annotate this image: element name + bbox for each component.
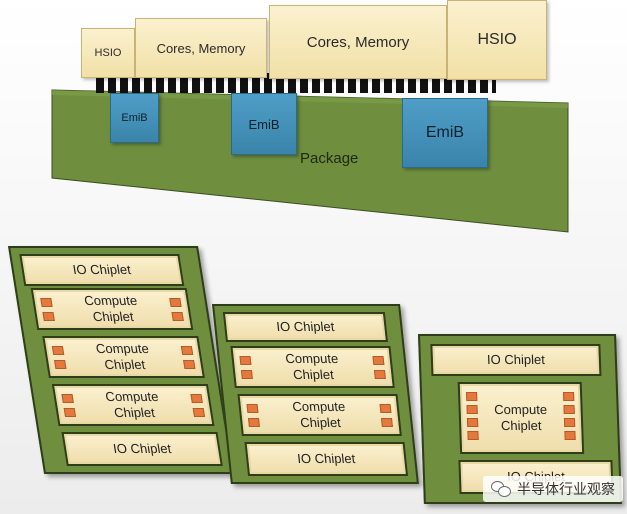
compute-chiplet: Compute Chiplet (237, 394, 402, 436)
compute-chiplet: Compute Chiplet (457, 382, 585, 454)
connection-pad (563, 418, 576, 427)
chiplet-module-1: IO Chiplet Compute Chiplet Compute Chipl… (8, 246, 235, 474)
chiplet-label: IO Chiplet (296, 451, 356, 466)
connection-pad (61, 394, 74, 403)
die-label: Cores, Memory (306, 33, 410, 51)
connection-pad (467, 431, 479, 440)
chiplet-label: Compute Chiplet (104, 389, 160, 420)
connection-pad (239, 356, 252, 365)
io-chiplet: IO Chiplet (222, 312, 388, 342)
emib-bridge: EmiB (110, 93, 159, 143)
cores-memory-die-small: Cores, Memory (135, 18, 267, 78)
compute-chiplet: Compute Chiplet (230, 346, 395, 388)
connection-pad (379, 404, 392, 413)
watermark-text: 半导体行业观察 (517, 481, 615, 497)
io-chiplet: IO Chiplet (61, 432, 223, 466)
connection-pad (54, 360, 67, 369)
watermark-badge: 半导体行业观察 (483, 476, 623, 502)
compute-chiplet: Compute Chiplet (42, 336, 205, 378)
chiplet-label: Compute Chiplet (291, 399, 346, 430)
connection-pad (192, 408, 206, 417)
cores-memory-die-large: Cores, Memory (269, 5, 447, 79)
connection-pad (42, 312, 55, 321)
io-chiplet: IO Chiplet (19, 254, 185, 286)
connection-pad (373, 370, 386, 379)
hsio-die-small: HSIO (81, 28, 135, 78)
chiplet-label: IO Chiplet (71, 262, 132, 277)
die-label: Cores, Memory (156, 40, 246, 56)
chiplet-module-2: IO Chiplet Compute Chiplet Compute Chipl… (212, 304, 419, 484)
connection-pad (563, 392, 575, 401)
connection-pad (51, 346, 65, 355)
chiplet-label: Compute Chiplet (94, 341, 150, 372)
connection-pad (40, 298, 53, 307)
chiplet-label: IO Chiplet (111, 441, 173, 456)
io-chiplet: IO Chiplet (430, 344, 602, 376)
emib-label: EmiB (248, 116, 280, 132)
connection-pad (171, 312, 184, 321)
chiplet-label: Compute Chiplet (493, 402, 548, 433)
connection-pad (169, 298, 182, 307)
die-label: HSIO (477, 31, 517, 48)
emib-bridge: EmiB (402, 98, 488, 168)
hsio-die-large: HSIO (447, 0, 547, 80)
die-label: HSIO (94, 47, 122, 59)
chiplet-label: IO Chiplet (486, 352, 546, 367)
emib-label: EmiB (121, 112, 148, 124)
connection-pad (564, 431, 576, 440)
connection-pad (466, 392, 478, 401)
package-label: Package (300, 150, 359, 167)
connection-pad (180, 346, 194, 355)
connection-pad (372, 356, 385, 365)
connection-pad (183, 360, 196, 369)
connection-pad (466, 405, 478, 414)
connection-pad (466, 418, 479, 427)
chiplet-label: Compute Chiplet (284, 351, 339, 382)
connection-pad (247, 418, 260, 427)
chiplet-label: IO Chiplet (275, 319, 336, 334)
connection-pad (563, 405, 575, 414)
chiplet-label: Compute Chiplet (83, 293, 139, 324)
connection-pad (246, 404, 259, 413)
wechat-icon (491, 481, 511, 497)
emib-label: EmiB (425, 124, 465, 141)
emib-bridge: EmiB (231, 93, 297, 155)
connection-pad (380, 418, 393, 427)
compute-chiplet: Compute Chiplet (30, 288, 194, 330)
connection-pad (63, 408, 77, 417)
connection-pad (240, 370, 253, 379)
io-chiplet: IO Chiplet (244, 442, 409, 476)
connection-pad (190, 394, 203, 403)
compute-chiplet: Compute Chiplet (51, 384, 215, 426)
